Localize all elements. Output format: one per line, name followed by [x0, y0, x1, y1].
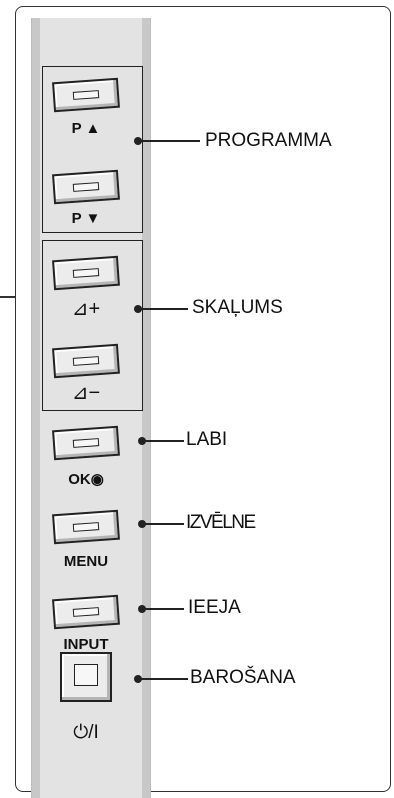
- ieeja-leader: [142, 608, 184, 610]
- labi-callout: LABI: [186, 429, 228, 450]
- menu-label: MENU: [63, 553, 109, 570]
- volume-down-button-inner: [72, 356, 100, 366]
- barosana-leader: [138, 678, 188, 680]
- programma-callout: PROGRAMMA: [205, 130, 332, 151]
- menu-button-inner: [72, 522, 100, 532]
- volume-up-button-inner: [72, 268, 100, 278]
- input-button-inner: [72, 607, 100, 617]
- izvelne-leader: [142, 523, 184, 525]
- ok-button-inner: [72, 438, 100, 448]
- labi-leader: [142, 440, 184, 442]
- input-label: INPUT: [63, 636, 109, 653]
- program-down-button-inner: [72, 182, 100, 192]
- barosana-callout: BAROŠANA: [190, 667, 296, 688]
- skalums-callout: SKAĻUMS: [192, 297, 283, 318]
- skalums-group: [42, 240, 143, 411]
- outer-frame: [15, 6, 391, 792]
- program-down-label: P ▼: [71, 210, 101, 227]
- power-button[interactable]: [60, 652, 112, 702]
- ok-label: OK◉: [68, 471, 104, 488]
- izvelne-callout: IZVĒLNE: [186, 512, 256, 533]
- volume-up-button[interactable]: [52, 255, 120, 291]
- volume-down-button[interactable]: [52, 343, 120, 379]
- program-down-button[interactable]: [52, 169, 120, 205]
- volume-down-label: ⊿−: [71, 382, 101, 404]
- power-button-inner: [74, 664, 98, 686]
- volume-up-label: ⊿+: [71, 298, 101, 320]
- program-up-button[interactable]: [52, 77, 120, 113]
- program-up-label: P ▲: [71, 120, 101, 137]
- frame-tick: [0, 296, 15, 298]
- skalums-leader: [138, 308, 188, 310]
- ok-button[interactable]: [52, 425, 120, 461]
- ieeja-callout: IEEJA: [188, 597, 241, 618]
- programma-group: [42, 66, 143, 233]
- program-up-button-inner: [72, 90, 100, 100]
- programma-leader: [138, 140, 200, 142]
- menu-button[interactable]: [52, 509, 120, 545]
- input-button[interactable]: [52, 594, 120, 630]
- power-label: ⏻/I: [73, 722, 99, 743]
